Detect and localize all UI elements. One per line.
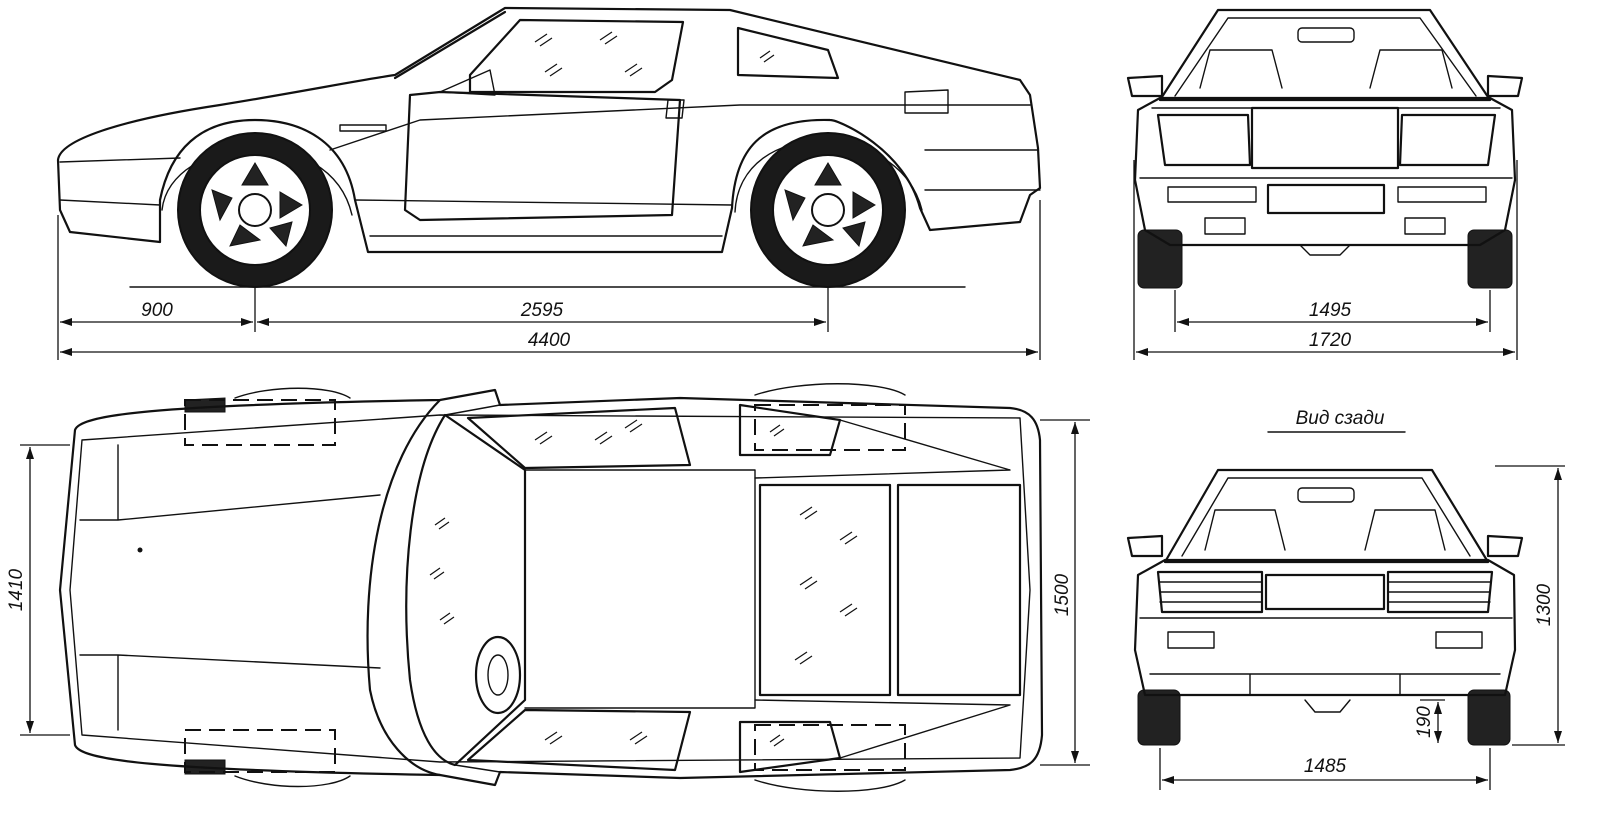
dim-length: 4400 [528, 330, 571, 351]
front-indicator-left [1204, 217, 1246, 235]
top-rear-wheel-dashed-bottom [754, 724, 906, 771]
front-seat-left [1199, 49, 1283, 89]
rear-left-tire [1137, 689, 1181, 746]
rear-valance [1149, 673, 1501, 696]
front-seat-right [1369, 49, 1453, 89]
windshield-edge [393, 10, 507, 80]
top-side-window-upper [466, 406, 692, 470]
dim-front-width: 1720 [1309, 330, 1352, 351]
top-c-pillar-upper [754, 419, 1011, 479]
rear-right-tire [1467, 689, 1511, 746]
top-hood-line-upper [79, 444, 381, 521]
rear-dimensions: 1300 190 1485 [1159, 465, 1565, 790]
rear-vent [904, 89, 949, 114]
front-rear-view-mirror [1297, 27, 1355, 43]
rear-mirror-right [1486, 534, 1524, 558]
rear-reflector-left [1167, 631, 1215, 649]
top-view [58, 383, 1044, 792]
rear-inner-mirror [1297, 487, 1355, 503]
rear-light-cluster-left [1156, 570, 1264, 614]
rear-seat-left [1204, 509, 1286, 551]
rear-greenhouse [1163, 468, 1490, 564]
front-windshield [1174, 17, 1477, 97]
top-side-window-lower [466, 708, 692, 772]
side-belt-line [59, 104, 1031, 163]
front-chin [1299, 244, 1351, 256]
dim-ground-clearance: 190 [1414, 706, 1435, 738]
front-indicator-right [1404, 217, 1446, 235]
top-quarter-window-upper [738, 403, 842, 457]
front-dimensions: 1495 1720 [1133, 160, 1518, 360]
rear-reflector-right [1435, 631, 1483, 649]
front-headlamp-left [1156, 113, 1252, 167]
front-center-panel [1250, 106, 1400, 170]
top-body-outline [58, 388, 1044, 787]
top-wheel-arch-rear-bottom [234, 775, 351, 788]
top-wheel-arch-fr-top [754, 383, 906, 396]
rear-chin [1304, 699, 1351, 713]
top-wheel-arch-fr-bottom [754, 779, 906, 792]
dim-top-track: 1410 [6, 568, 27, 611]
top-a-pillar-bottom [454, 764, 501, 773]
front-mirror-right [1486, 74, 1524, 98]
rear-light-cluster-right [1386, 570, 1494, 614]
side-view [56, 6, 1042, 288]
top-rear-glass-right [896, 483, 1022, 697]
top-front-wheel-dashed-bottom [184, 729, 336, 773]
front-foglight-left [1167, 186, 1257, 203]
side-marker-light [339, 124, 387, 132]
rear-seat-right [1364, 509, 1446, 551]
front-wheel [177, 132, 333, 288]
top-body-inner [69, 414, 1031, 763]
rear-wheel [750, 132, 906, 288]
door-handle [665, 99, 685, 119]
rear-view-caption: Вид сзади [1296, 408, 1385, 429]
front-mirror-left [1126, 74, 1164, 98]
dim-wheelbase: 2595 [520, 300, 564, 321]
front-view [1126, 8, 1524, 289]
front-greenhouse [1158, 8, 1492, 102]
rear-license-plate [1264, 573, 1386, 611]
rear-view: Вид сзади [1126, 408, 1524, 746]
dim-front-overhang: 900 [141, 300, 173, 321]
front-foglight-right [1397, 186, 1487, 203]
rear-window [1181, 477, 1471, 557]
top-windshield-outer [366, 398, 442, 777]
dim-rear-height: 1300 [1534, 583, 1555, 626]
top-a-pillar-top [444, 404, 501, 416]
dim-top-width: 1500 [1052, 573, 1073, 616]
top-hood-dot [137, 547, 143, 553]
top-glass-hatching [429, 419, 858, 747]
rear-light-stripes [1159, 581, 1491, 603]
rear-mirror-left [1126, 534, 1164, 558]
side-dimensions: 900 2595 4400 [57, 200, 1041, 360]
top-rear-wheel-dashed-top [754, 404, 906, 451]
side-body-outline [56, 6, 1042, 254]
side-window-rear [736, 26, 840, 80]
top-steering-wheel [474, 635, 522, 715]
mirror [439, 69, 496, 96]
side-rocker-line [354, 199, 733, 206]
top-c-pillar-lower [754, 699, 1011, 759]
rear-body [1133, 558, 1517, 697]
top-windshield-inner [405, 413, 527, 767]
side-glass-hatching [534, 31, 775, 77]
top-front-wheel-dashed-top [184, 399, 336, 446]
side-bumper-line-rear [924, 149, 1041, 191]
top-rear-glass-left [758, 483, 892, 697]
side-window-front [468, 18, 685, 94]
top-dimensions: 1410 1500 [6, 419, 1090, 766]
top-hood-line-lower [79, 654, 381, 731]
top-roof [524, 469, 756, 709]
dim-rear-track: 1485 [1304, 756, 1347, 777]
front-license-plate [1266, 183, 1386, 215]
side-bumper-line-front [59, 199, 161, 206]
front-headlamp-right [1398, 113, 1497, 167]
front-body [1133, 96, 1517, 247]
dim-front-track: 1495 [1309, 300, 1352, 321]
top-wheel-arch-rear-top [234, 387, 351, 399]
